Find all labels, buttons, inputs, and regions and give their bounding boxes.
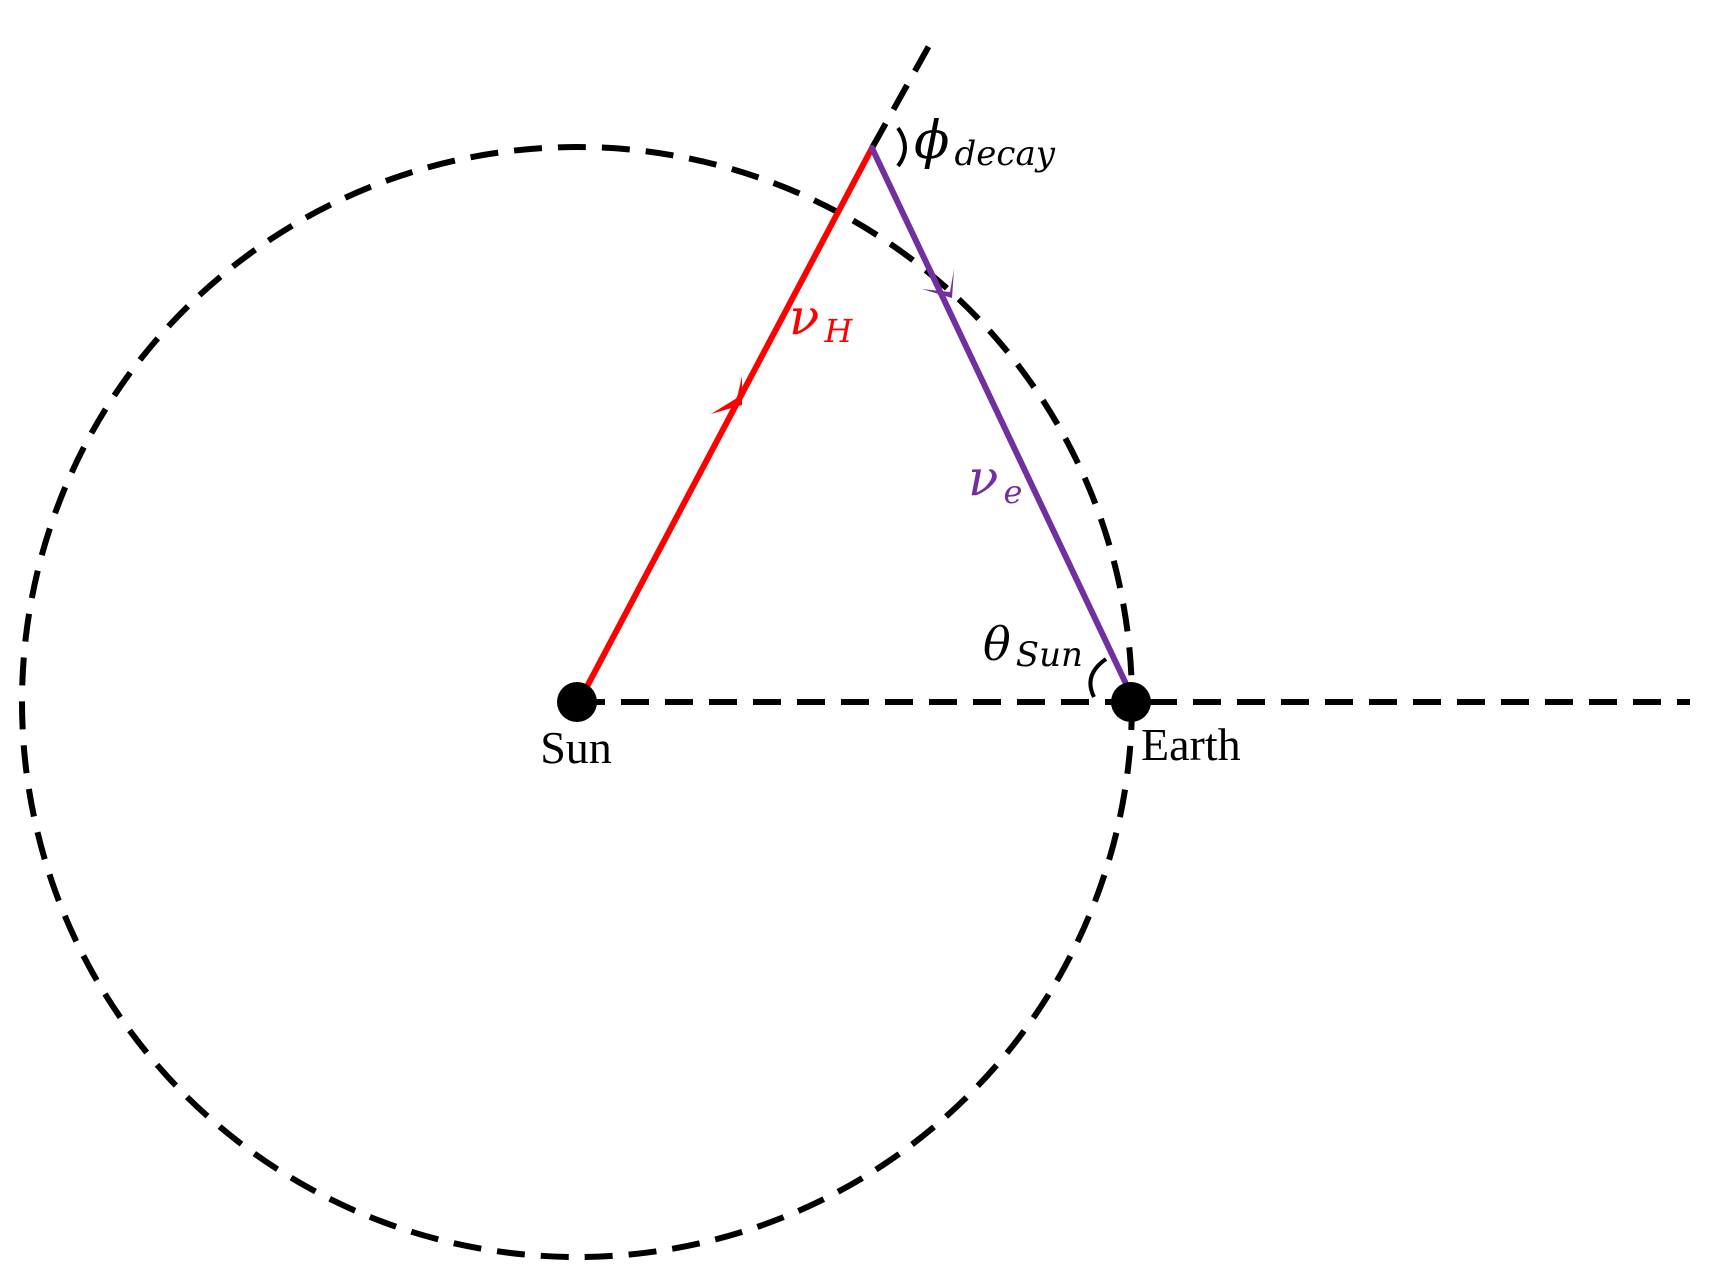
sun-dot [557, 682, 597, 722]
theta-sun-label: θ Sun [983, 617, 1083, 675]
nu-h-symbol: ν [789, 288, 819, 346]
theta-subscript: Sun [1016, 635, 1083, 675]
earth-dot [1111, 682, 1151, 722]
nu-h-path [579, 145, 875, 699]
nu-h-label: ν H [789, 288, 854, 350]
phi-subscript: decay [955, 134, 1056, 174]
theta-sun-angle-arc [1088, 657, 1108, 698]
phi-decay-angle-arc [896, 126, 907, 168]
nu-e-subscript: e [1004, 473, 1023, 511]
nu-e-label: ν e [968, 449, 1022, 511]
phi-symbol: ϕ [914, 111, 949, 171]
phi-decay-label: ϕ decay [914, 111, 1056, 174]
theta-symbol: θ [983, 617, 1011, 671]
earth-label: Earth [1141, 719, 1241, 770]
nu-e-path [869, 145, 1131, 691]
nu-h-subscript: H [824, 312, 854, 350]
nu-e-arrowhead [922, 269, 954, 298]
nu-h-path-extension-line [869, 42, 933, 150]
nu-h-arrowhead [711, 376, 742, 414]
sun-label: Sun [540, 722, 612, 773]
nu-e-symbol: ν [968, 449, 998, 507]
